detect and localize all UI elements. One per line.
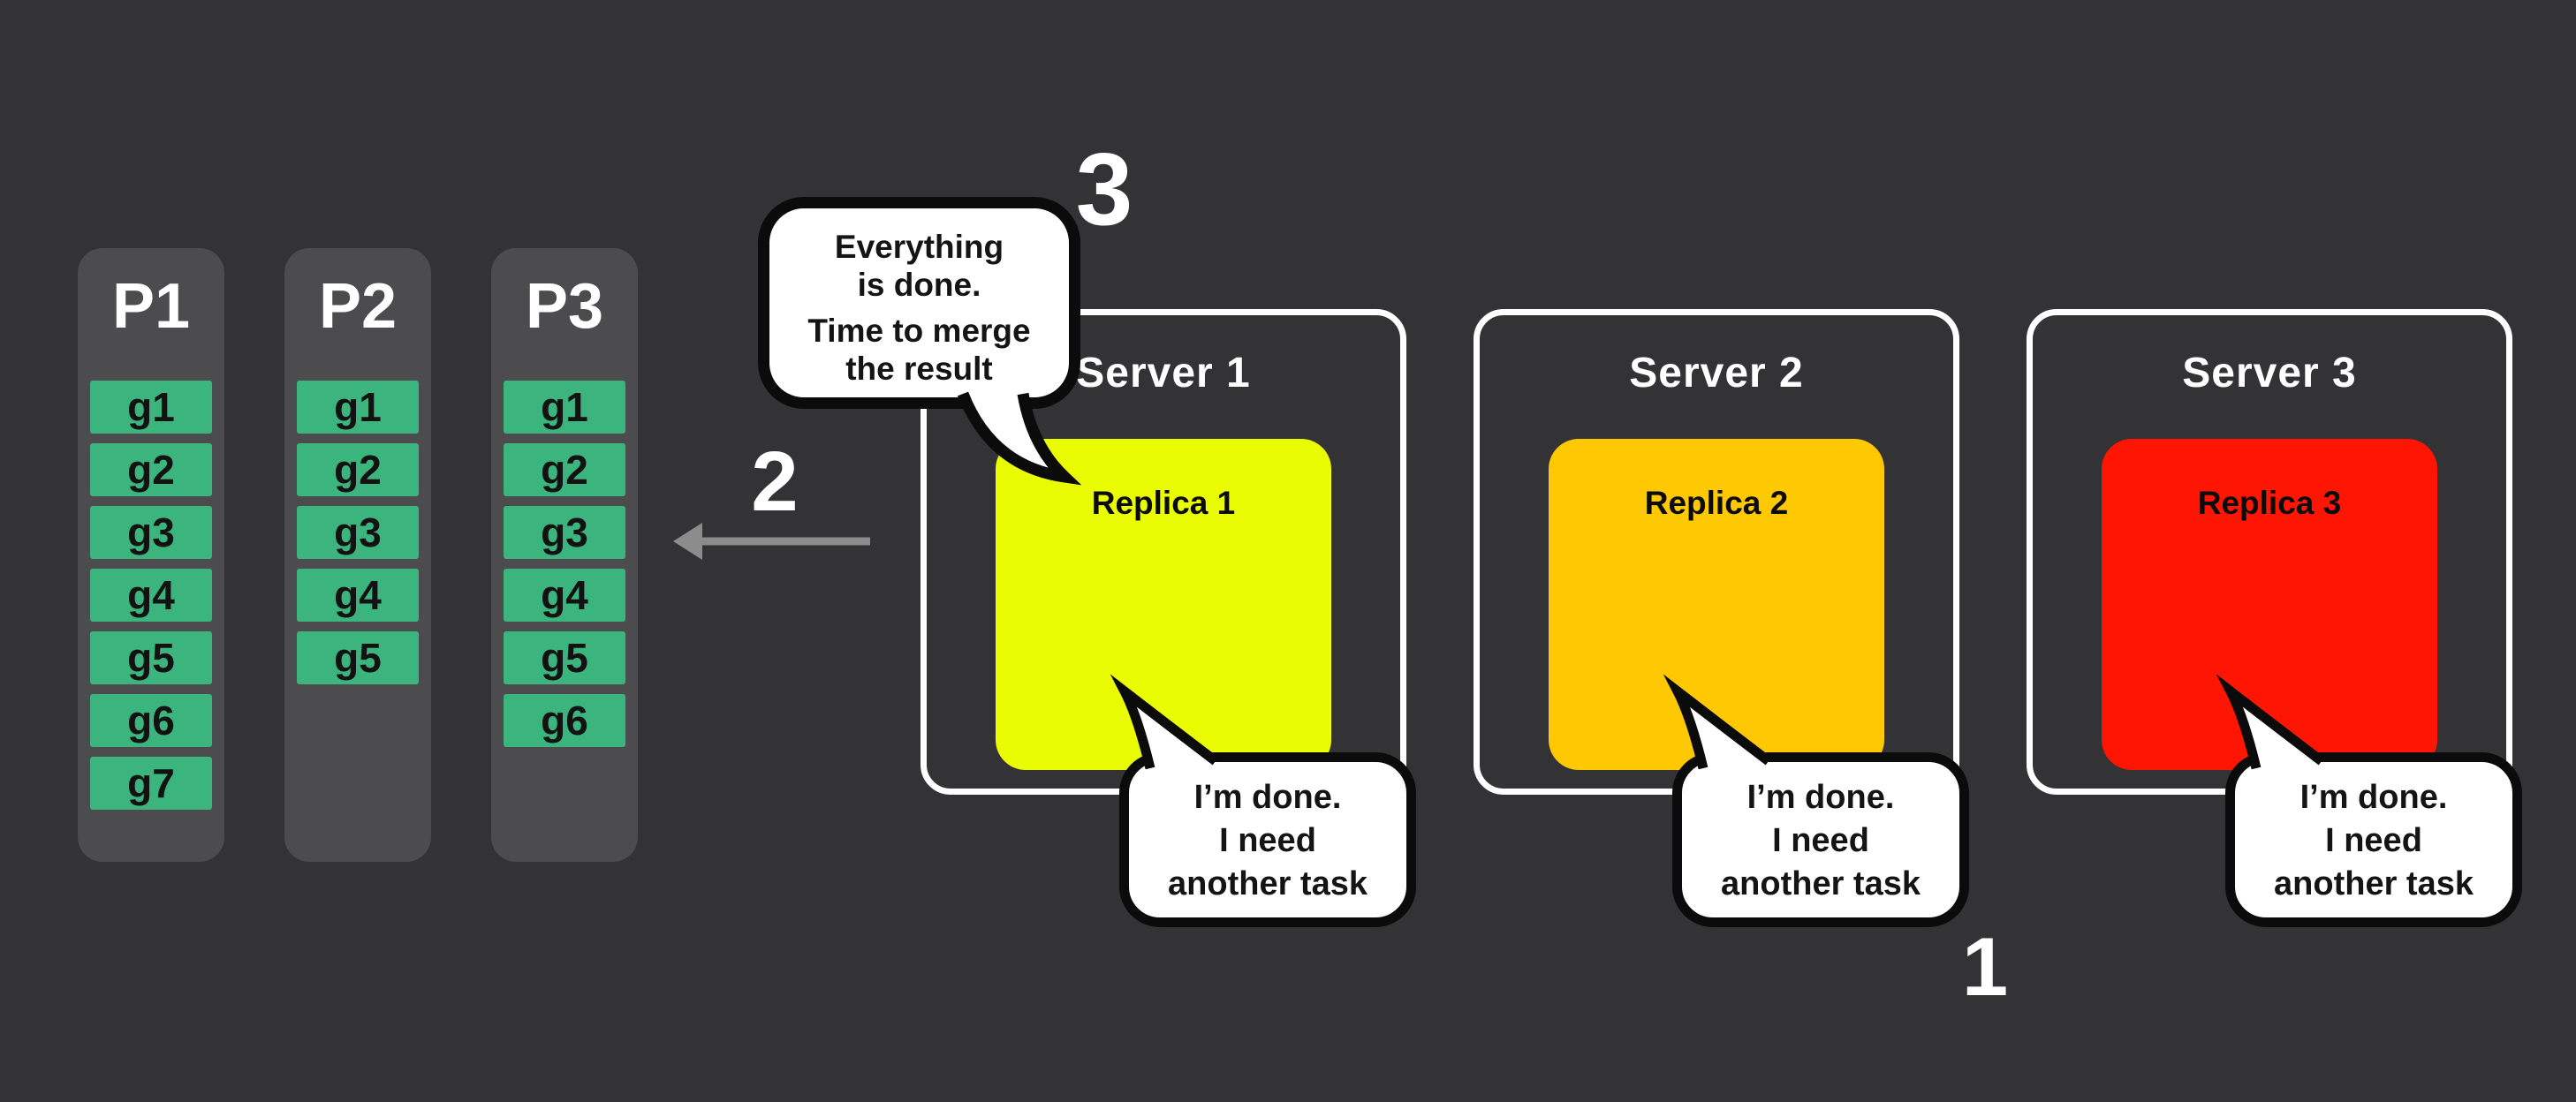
task-chip: g3 — [504, 506, 625, 559]
bubble-line: is done. — [857, 267, 981, 303]
replica-box-1: Replica 1 — [996, 439, 1331, 770]
replica-box-3: Replica 3 — [2102, 439, 2437, 770]
replica-title: Replica 3 — [2197, 485, 2342, 521]
task-request-bubble-3: I’m done. I need another task — [2225, 752, 2522, 927]
replica-box-2: Replica 2 — [1549, 439, 1884, 770]
server-title: Server 2 — [1629, 350, 1804, 396]
bubble-line: I’m done. — [1746, 779, 1895, 816]
task-chip: g1 — [297, 381, 419, 434]
process-title: P2 — [318, 271, 398, 342]
bubble-line: I’m done. — [1193, 779, 1342, 816]
process-column-p3: P3 g1 g2 g3 g4 g5 g6 — [491, 248, 638, 862]
process-title: P3 — [525, 271, 604, 342]
process-title: P1 — [111, 271, 191, 342]
merge-announce-bubble: Everything is done. Time to merge the re… — [758, 197, 1080, 409]
task-chip: g5 — [90, 631, 212, 684]
task-chip: g3 — [90, 506, 212, 559]
task-chip: g6 — [90, 694, 212, 747]
task-chip: g2 — [90, 443, 212, 496]
bubble-line: another task — [2274, 865, 2474, 902]
bubble-line: another task — [1168, 865, 1368, 902]
task-request-bubble-2: I’m done. I need another task — [1672, 752, 1969, 927]
process-column-p2: P2 g1 g2 g3 g4 g5 — [284, 248, 431, 862]
server-title: Server 1 — [1076, 350, 1251, 396]
step-number-3: 3 — [1075, 132, 1133, 246]
bubble-line: another task — [1721, 865, 1921, 902]
bubble-line: I need — [1219, 822, 1316, 859]
process-column-p1: P1 g1 g2 g3 g4 g5 g6 g7 — [78, 248, 224, 862]
task-chip: g7 — [90, 757, 212, 810]
task-list: g1 g2 g3 g4 g5 g6 g7 — [78, 381, 224, 810]
bubble-line: I’m done. — [2299, 779, 2448, 816]
task-list: g1 g2 g3 g4 g5 — [284, 381, 431, 684]
task-chip: g5 — [504, 631, 625, 684]
task-chip: g4 — [297, 569, 419, 622]
task-chip: g2 — [297, 443, 419, 496]
task-chip: g1 — [504, 381, 625, 434]
step-number-2: 2 — [751, 434, 799, 529]
bubble-line: I need — [2325, 822, 2422, 859]
step-number-1: 1 — [1961, 920, 2009, 1013]
task-chip: g4 — [504, 569, 625, 622]
task-chip: g5 — [297, 631, 419, 684]
task-chip: g4 — [90, 569, 212, 622]
task-chip: g6 — [504, 694, 625, 747]
bubble-line: the result — [845, 351, 993, 387]
task-chip: g2 — [504, 443, 625, 496]
replica-title: Replica 2 — [1644, 485, 1789, 521]
bubble-line: Time to merge — [807, 313, 1031, 349]
task-chip: g1 — [90, 381, 212, 434]
task-chip: g3 — [297, 506, 419, 559]
server-title: Server 3 — [2182, 350, 2357, 396]
bubble-line: Everything — [834, 229, 1004, 265]
task-list: g1 g2 g3 g4 g5 g6 — [491, 381, 638, 747]
bubble-line: I need — [1772, 822, 1869, 859]
replica-title: Replica 1 — [1091, 485, 1236, 521]
task-request-bubble-1: I’m done. I need another task — [1119, 752, 1416, 927]
